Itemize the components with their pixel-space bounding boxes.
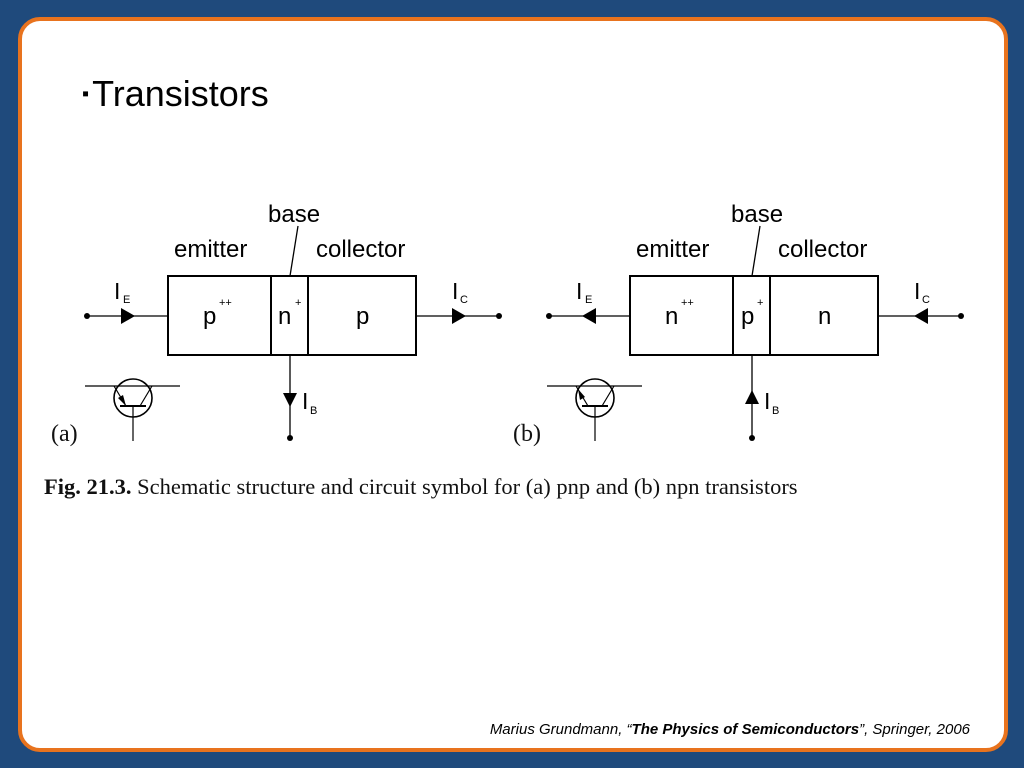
figure-caption-label: Fig. 21.3. [44, 474, 132, 499]
bullet-icon: ▪ [82, 83, 90, 105]
figure-caption: Fig. 21.3. Schematic structure and circu… [44, 472, 984, 502]
panel-a-base-label: base [268, 201, 320, 228]
panel-a-ie-subscript: E [123, 294, 130, 306]
slide-title-text: Transistors [92, 73, 269, 114]
panel-b-ie-label: I [576, 278, 582, 304]
panel-a-label: (a) [51, 421, 78, 447]
panel-b-collector-terminal [958, 313, 964, 319]
panel-b-npn: base emitter collector n ++ p + n I E I … [513, 201, 964, 447]
panel-a-pnp: base emitter collector p ++ n + p I E I … [51, 201, 502, 447]
panel-a-base-region: n [278, 303, 291, 330]
panel-b-ib-label: I [764, 388, 770, 414]
panel-a-ic-arrow [452, 308, 466, 324]
panel-b-emitter-label: emitter [636, 236, 709, 263]
panel-a-ie-label: I [114, 278, 120, 304]
citation-book: The Physics of Semiconductors [631, 721, 860, 738]
panel-a-ib-label: I [302, 388, 308, 414]
panel-a-ib-subscript: B [310, 405, 317, 417]
panel-b-ic-subscript: C [922, 294, 930, 306]
panel-b-ie-subscript: E [585, 294, 592, 306]
panel-a-collector-label: collector [316, 236, 405, 263]
panel-b-collector-region: n [818, 303, 831, 330]
panel-a-base-leader [289, 225, 299, 277]
panel-b-collector-label: collector [778, 236, 867, 263]
panel-b-ic-arrow [914, 308, 928, 324]
slide-title: ▪Transistors [82, 73, 269, 115]
citation-author: Marius Grundmann, “ [489, 721, 632, 738]
panel-b-base-region: p [741, 303, 754, 330]
panel-a-ic-label: I [452, 278, 458, 304]
citation: Marius Grundmann, “The Physics of Semico… [490, 721, 970, 738]
panel-b-emitter-doping: ++ [681, 297, 694, 309]
panel-b-base-doping: + [757, 297, 763, 309]
panel-a-collector-region: p [356, 303, 369, 330]
panel-b-ie-arrow [582, 308, 596, 324]
panel-b-base-leader [751, 225, 761, 277]
panel-a-emitter-doping: ++ [219, 297, 232, 309]
panel-a-emitter-region: p [203, 303, 216, 330]
panel-a-emitter-label: emitter [174, 236, 247, 263]
panel-b-base-label: base [731, 201, 783, 228]
panel-b-ib-subscript: B [772, 405, 779, 417]
citation-rest: ”, Springer, 2006 [859, 721, 970, 738]
panel-b-label: (b) [513, 421, 541, 447]
panel-a-ie-arrow [121, 308, 135, 324]
panel-a-base-doping: + [295, 297, 301, 309]
npn-transistor-symbol-icon [547, 378, 642, 441]
pnp-transistor-symbol-icon [85, 378, 180, 441]
slide: ▪Transistors Fig. 21.3. Schematic struct… [18, 17, 1008, 752]
panel-a-base-terminal [287, 435, 293, 441]
panel-b-ic-label: I [914, 278, 920, 304]
panel-b-emitter-terminal [546, 313, 552, 319]
panel-b-emitter-region: n [665, 303, 678, 330]
panel-a-ib-arrow [283, 393, 297, 407]
figure-caption-text: Schematic structure and circuit symbol f… [137, 474, 798, 499]
panel-b-ib-arrow [745, 390, 759, 404]
panel-a-emitter-terminal [84, 313, 90, 319]
panel-a-ic-subscript: C [460, 294, 468, 306]
panel-a-collector-terminal [496, 313, 502, 319]
panel-b-base-terminal [749, 435, 755, 441]
